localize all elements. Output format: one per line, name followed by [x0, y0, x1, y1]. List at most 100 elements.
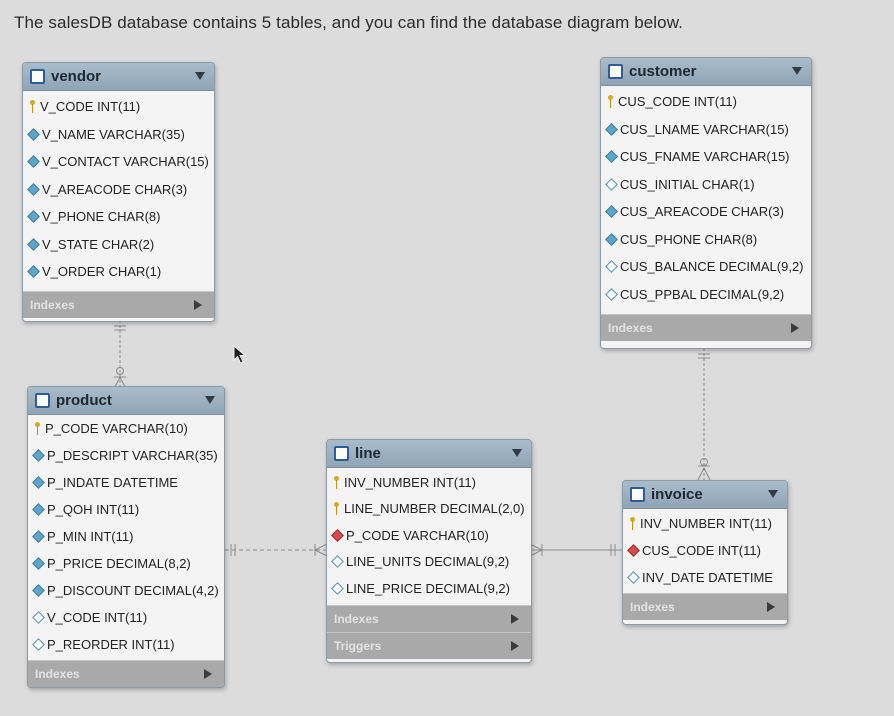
column-row[interactable]: P_INDATE DATETIME: [28, 469, 224, 496]
diagram-intro-text: The salesDB database contains 5 tables, …: [14, 13, 684, 32]
column-row[interactable]: V_CODE INT(11): [23, 93, 214, 121]
column-label: P_PRICE DECIMAL(8,2): [47, 556, 191, 571]
chevron-down-icon[interactable]: [512, 449, 522, 457]
chevron-right-icon[interactable]: [767, 602, 775, 612]
column-row[interactable]: LINE_UNITS DECIMAL(9,2): [327, 549, 531, 576]
line-table-header[interactable]: line: [327, 440, 531, 468]
column-row[interactable]: CUS_CODE INT(11): [623, 537, 787, 564]
product-columns: P_CODE VARCHAR(10) P_DESCRIPT VARCHAR(35…: [28, 415, 224, 658]
column-row[interactable]: CUS_PPBAL DECIMAL(9,2): [601, 281, 811, 309]
column-row[interactable]: CUS_AREACODE CHAR(3): [601, 198, 811, 226]
chevron-down-icon[interactable]: [195, 72, 205, 80]
chevron-right-icon[interactable]: [791, 323, 799, 333]
column-row[interactable]: P_DISCOUNT DECIMAL(4,2): [28, 577, 224, 604]
column-icon: [27, 182, 40, 196]
column-label: P_MIN INT(11): [47, 529, 134, 544]
column-row[interactable]: V_STATE CHAR(2): [23, 231, 214, 259]
column-label: CUS_FNAME VARCHAR(15): [620, 149, 790, 165]
product-table-name: product: [56, 392, 112, 409]
column-row[interactable]: CUS_LNAME VARCHAR(15): [601, 116, 811, 144]
table-icon: [35, 393, 50, 408]
column-row[interactable]: CUS_CODE INT(11): [601, 88, 811, 116]
vendor-indexes-section[interactable]: Indexes: [23, 290, 214, 318]
column-row[interactable]: CUS_PHONE CHAR(8): [601, 226, 811, 254]
chevron-right-icon[interactable]: [511, 640, 519, 651]
column-row[interactable]: V_NAME VARCHAR(35): [23, 121, 214, 149]
column-label: LINE_NUMBER DECIMAL(2,0): [344, 501, 525, 517]
column-row[interactable]: V_AREACODE CHAR(3): [23, 176, 214, 204]
column-label: P_REORDER INT(11): [47, 637, 175, 652]
chevron-down-icon[interactable]: [792, 67, 802, 75]
column-label: P_CODE VARCHAR(10): [346, 527, 489, 543]
product-table[interactable]: product P_CODE VARCHAR(10) P_DESCRIPT VA…: [27, 386, 225, 688]
column-label: INV_NUMBER INT(11): [344, 474, 476, 490]
column-row[interactable]: CUS_FNAME VARCHAR(15): [601, 143, 811, 171]
column-row[interactable]: V_ORDER CHAR(1): [23, 258, 214, 286]
chevron-right-icon[interactable]: [511, 613, 519, 624]
line-table[interactable]: line INV_NUMBER INT(11) LINE_NUMBER DECI…: [326, 439, 532, 663]
column-label: CUS_BALANCE DECIMAL(9,2): [620, 259, 804, 275]
table-icon: [630, 487, 645, 502]
column-row[interactable]: P_CODE VARCHAR(10): [327, 522, 531, 549]
primary-key-icon: [34, 422, 40, 435]
vendor-columns: V_CODE INT(11) V_NAME VARCHAR(35) V_CONT…: [23, 91, 214, 286]
column-row[interactable]: CUS_BALANCE DECIMAL(9,2): [601, 253, 811, 281]
column-row[interactable]: V_CODE INT(11): [28, 604, 224, 631]
product-table-header[interactable]: product: [28, 387, 224, 415]
invoice-table-header[interactable]: invoice: [623, 481, 787, 509]
column-row[interactable]: INV_NUMBER INT(11): [327, 469, 531, 496]
column-label: V_ORDER CHAR(1): [42, 264, 162, 280]
section-label: Indexes: [334, 611, 379, 626]
column-row[interactable]: LINE_NUMBER DECIMAL(2,0): [327, 496, 531, 523]
column-row[interactable]: P_MIN INT(11): [28, 523, 224, 550]
column-label: CUS_CODE INT(11): [618, 94, 737, 110]
column-label: CUS_CODE INT(11): [642, 543, 761, 558]
nullable-column-icon: [627, 571, 640, 584]
customer-indexes-section[interactable]: Indexes: [601, 314, 811, 341]
column-label: P_INDATE DATETIME: [47, 475, 178, 490]
column-label: V_AREACODE CHAR(3): [42, 181, 188, 197]
mouse-cursor-icon: [233, 345, 247, 364]
product-indexes-section[interactable]: Indexes: [28, 660, 224, 687]
invoice-table-name: invoice: [651, 486, 703, 503]
line-indexes-section[interactable]: Indexes: [327, 604, 531, 632]
column-row[interactable]: INV_NUMBER INT(11): [623, 510, 787, 537]
column-label: CUS_PHONE CHAR(8): [620, 231, 758, 247]
line-table-name: line: [355, 445, 381, 462]
column-icon: [27, 155, 40, 169]
nullable-column-icon: [605, 260, 618, 274]
column-row[interactable]: CUS_INITIAL CHAR(1): [601, 171, 811, 199]
vendor-table[interactable]: vendor V_CODE INT(11) V_NAME VARCHAR(35)…: [22, 62, 215, 322]
customer-table[interactable]: customer CUS_CODE INT(11) CUS_LNAME VARC…: [600, 57, 812, 349]
section-label: Triggers: [334, 638, 382, 653]
chevron-right-icon[interactable]: [204, 669, 212, 679]
column-row[interactable]: LINE_PRICE DECIMAL(9,2): [327, 575, 531, 602]
line-triggers-section[interactable]: Triggers: [327, 631, 531, 659]
nullable-column-icon: [605, 177, 618, 191]
column-row[interactable]: P_CODE VARCHAR(10): [28, 415, 224, 442]
column-row[interactable]: V_CONTACT VARCHAR(15): [23, 148, 214, 176]
nullable-column-icon: [32, 611, 45, 624]
column-row[interactable]: P_PRICE DECIMAL(8,2): [28, 550, 224, 577]
column-row[interactable]: P_REORDER INT(11): [28, 631, 224, 658]
column-label: INV_DATE DATETIME: [642, 570, 773, 585]
section-label: Indexes: [35, 667, 80, 681]
nullable-column-icon: [605, 287, 618, 301]
column-label: V_CONTACT VARCHAR(15): [42, 154, 209, 170]
table-icon: [608, 64, 623, 79]
invoice-indexes-section[interactable]: Indexes: [623, 593, 787, 620]
vendor-table-header[interactable]: vendor: [23, 63, 214, 91]
column-label: V_CODE INT(11): [47, 610, 148, 625]
column-row[interactable]: V_PHONE CHAR(8): [23, 203, 214, 231]
chevron-down-icon[interactable]: [205, 396, 215, 404]
chevron-down-icon[interactable]: [768, 490, 778, 498]
chevron-right-icon[interactable]: [194, 299, 202, 310]
column-row[interactable]: INV_DATE DATETIME: [623, 564, 787, 591]
primary-key-icon: [333, 502, 339, 516]
column-icon: [32, 503, 45, 516]
column-row[interactable]: P_DESCRIPT VARCHAR(35): [28, 442, 224, 469]
column-label: V_NAME VARCHAR(35): [42, 126, 185, 142]
invoice-table[interactable]: invoice INV_NUMBER INT(11) CUS_CODE INT(…: [622, 480, 788, 625]
column-row[interactable]: P_QOH INT(11): [28, 496, 224, 523]
customer-table-header[interactable]: customer: [601, 58, 811, 86]
